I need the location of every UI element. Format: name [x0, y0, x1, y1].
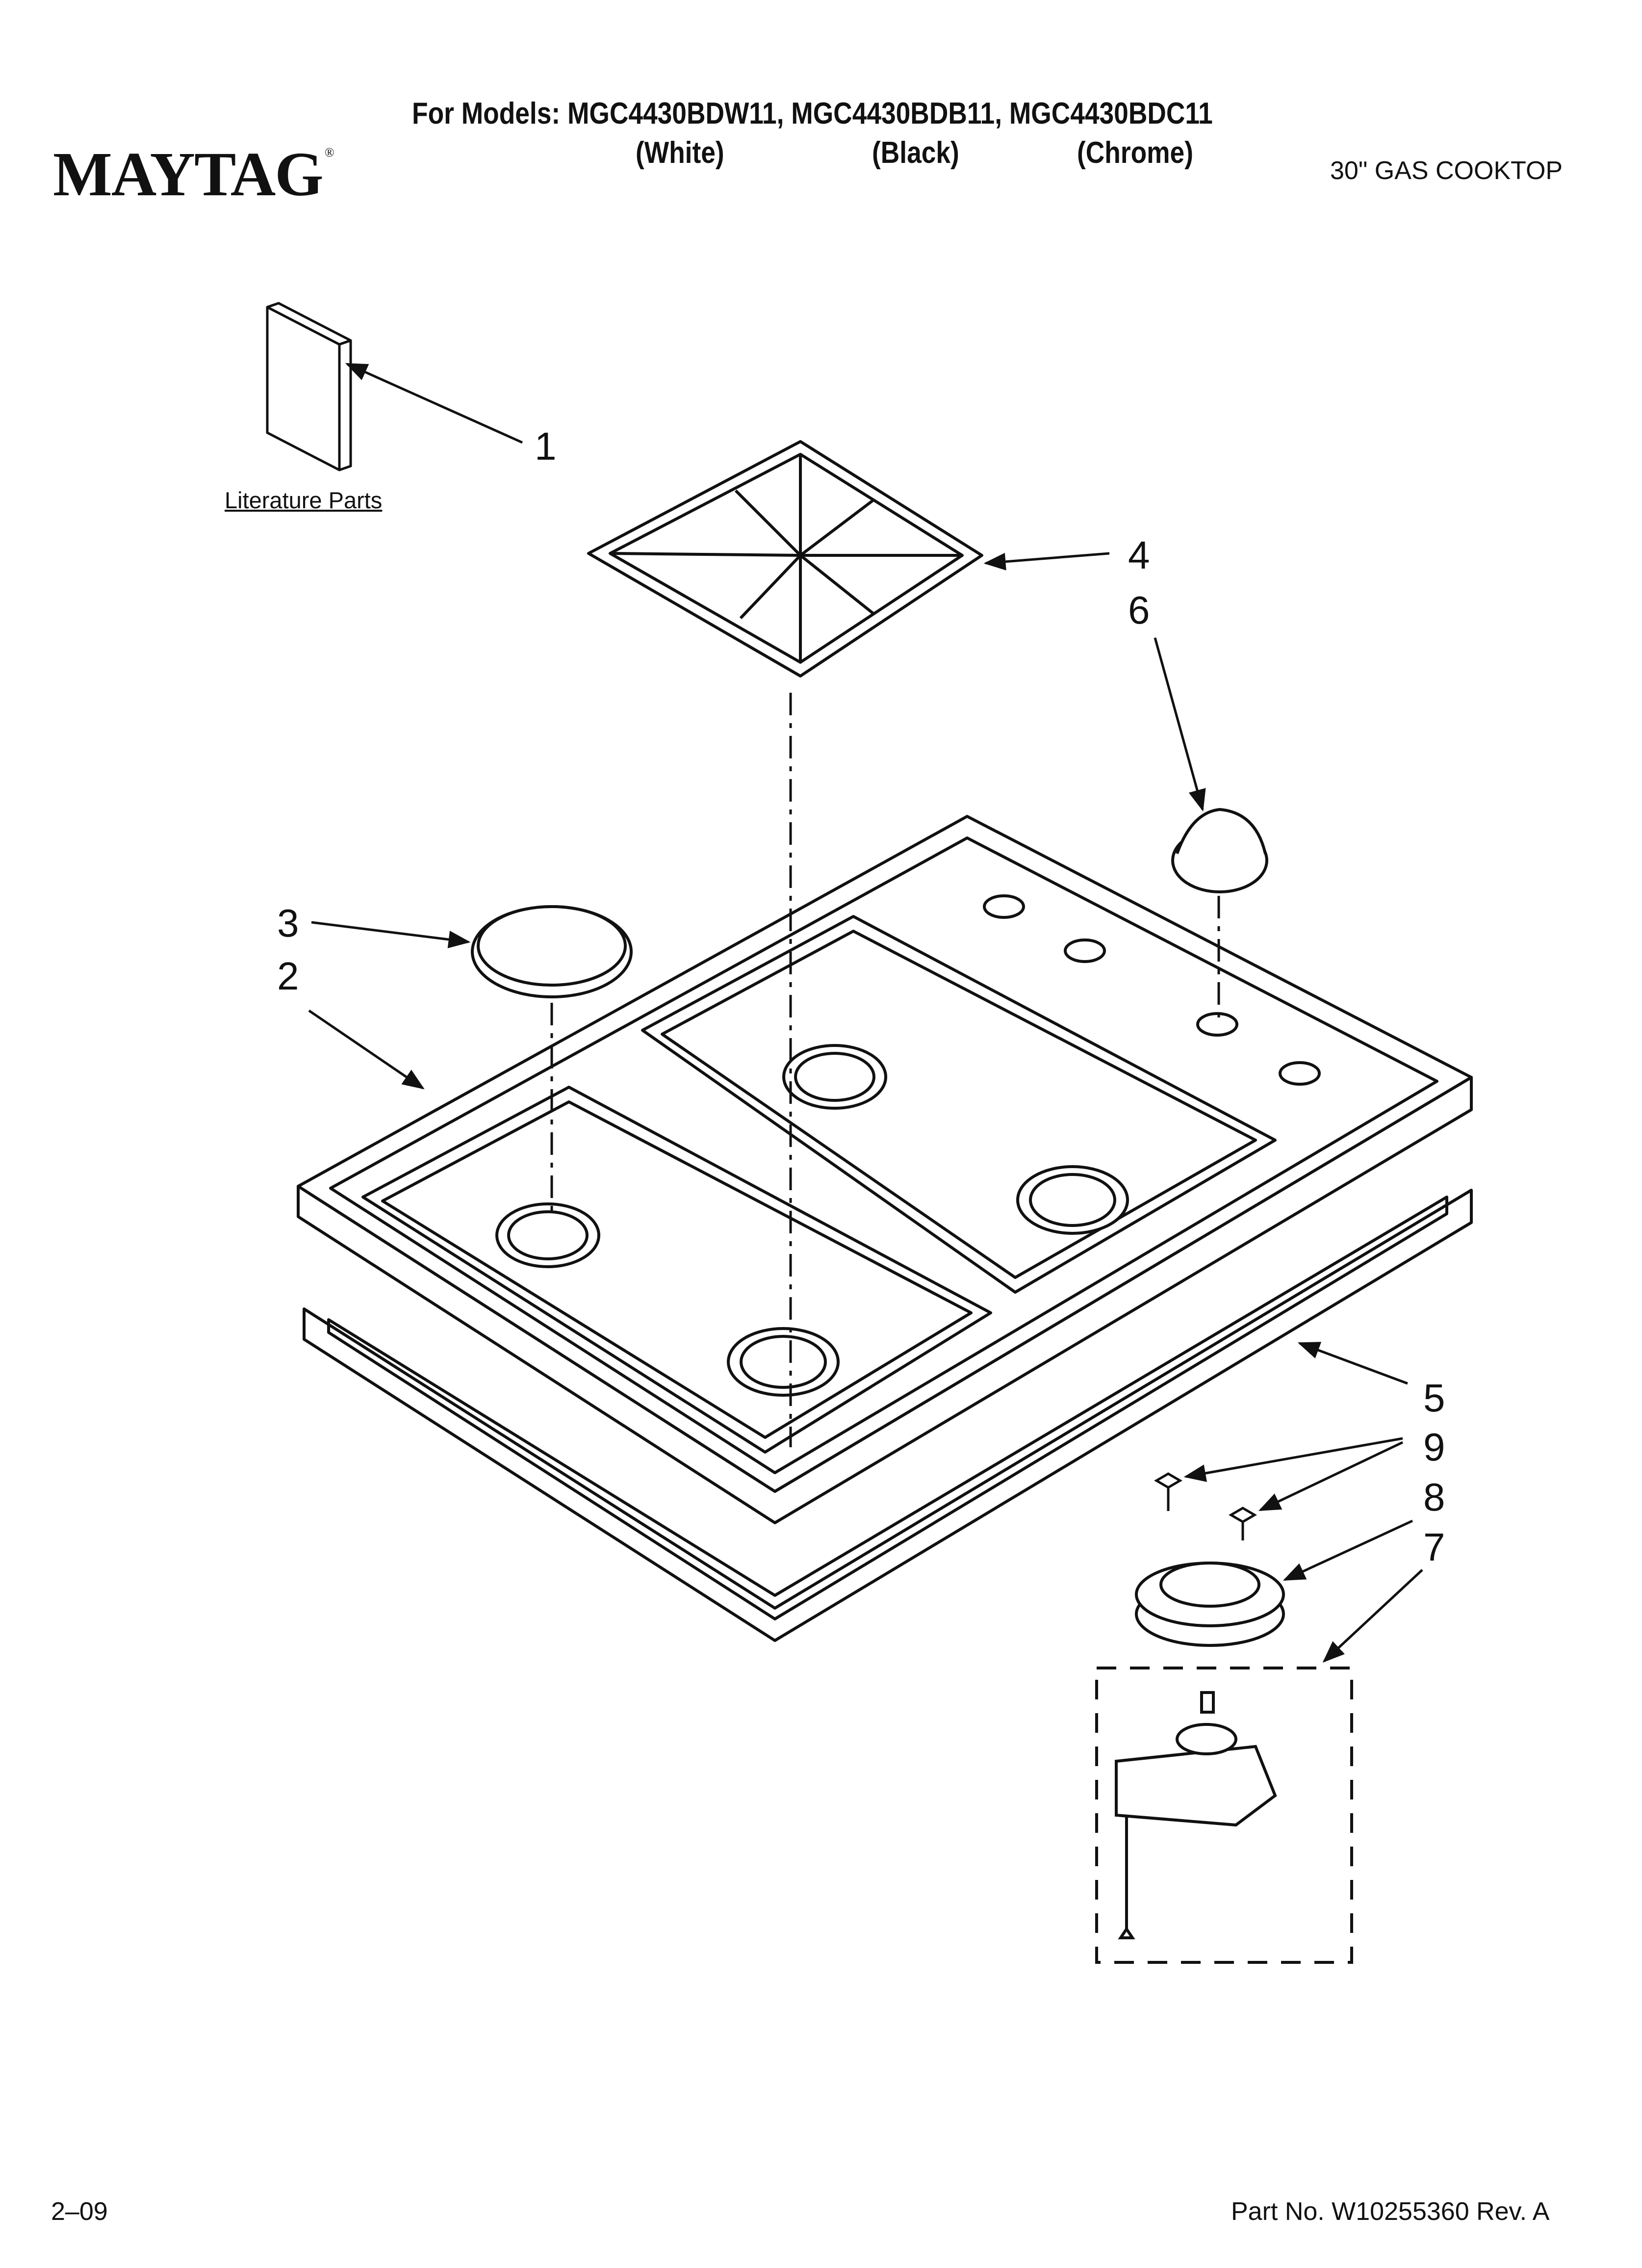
gasket-drawing	[303, 1189, 1473, 1642]
cooktop-burners	[495, 894, 1321, 1397]
burner-base-drawing	[1135, 1562, 1285, 1647]
literature-booklet-drawing	[266, 302, 352, 471]
leader-arrows	[308, 363, 1423, 1663]
variant-white: (White)	[636, 136, 724, 170]
burner-cap-drawing	[471, 905, 633, 998]
variant-black: (Black)	[872, 136, 959, 170]
callout-2: 2	[277, 954, 299, 998]
brand-name: MAYTAG	[53, 139, 324, 209]
screws-drawing	[1154, 1472, 1257, 1540]
callout-1: 1	[535, 424, 557, 468]
callout-5: 5	[1423, 1376, 1445, 1420]
callout-8: 8	[1423, 1475, 1445, 1519]
variant-chrome: (Chrome)	[1077, 136, 1193, 170]
footer-date-code: 2–09	[51, 2197, 108, 2226]
valve-assembly-drawing	[1095, 1667, 1353, 1964]
literature-parts-label: Literature Parts	[225, 487, 383, 513]
grate-drawing	[587, 440, 983, 678]
registered-mark: ®	[324, 145, 334, 159]
cooktop-drawing	[297, 815, 1473, 1524]
callout-7: 7	[1423, 1525, 1445, 1569]
models-line: For Models: MGC4430BDW11, MGC4430BDB11, …	[412, 97, 1213, 130]
alignment-lines	[550, 693, 1220, 1447]
callout-4: 4	[1128, 533, 1150, 577]
callout-6: 6	[1128, 588, 1150, 632]
callout-3: 3	[277, 901, 299, 945]
brand-logo: MAYTAG®	[53, 138, 334, 210]
product-title: 30" GAS COOKTOP	[1330, 156, 1563, 185]
knob-drawing	[1171, 808, 1268, 893]
footer-part-number: Part No. W10255360 Rev. A	[1231, 2197, 1550, 2226]
callout-9: 9	[1423, 1425, 1445, 1469]
